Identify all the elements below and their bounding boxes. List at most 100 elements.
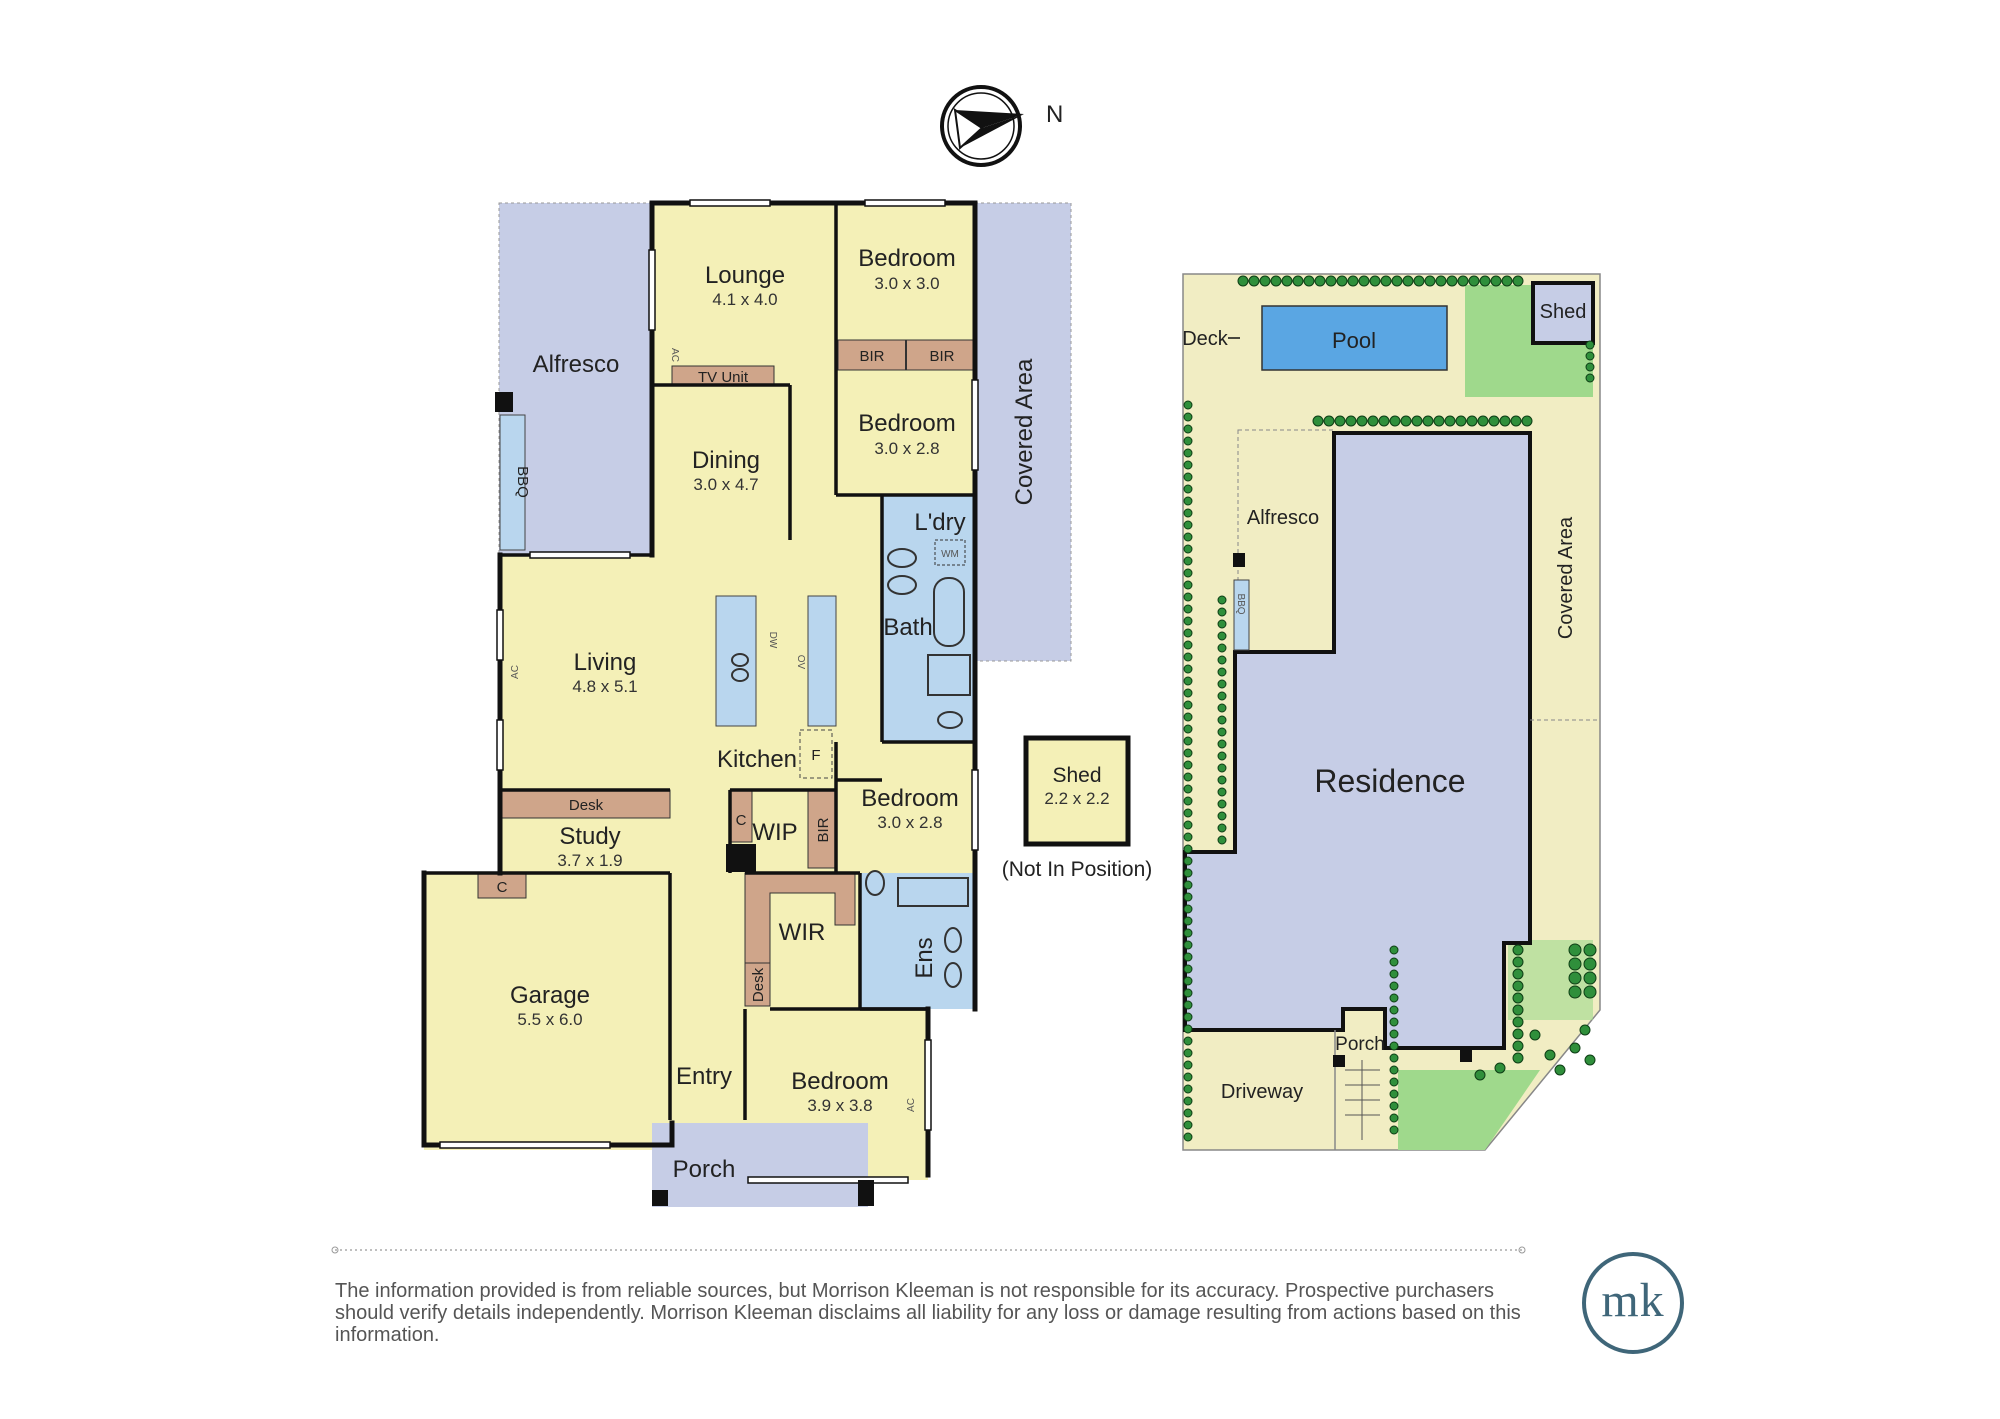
laundry-floor (882, 496, 975, 542)
hedge-shrub (1314, 275, 1326, 287)
hedge-shrub (1183, 652, 1193, 662)
hedge-shrub (1422, 415, 1434, 427)
hedge-shrub (1217, 751, 1227, 761)
room-name: Porch (673, 1156, 736, 1183)
hedge-shrub (1183, 520, 1193, 530)
hedge-shrub (1585, 340, 1595, 350)
hedge-shrub (1444, 415, 1456, 427)
hedge-shrub (1568, 943, 1582, 957)
hedge-shrub (1217, 799, 1227, 809)
floor-plan: Lounge 4.1 x 4.0 Bedroom 3.0 x 3.0 Alfre… (421, 199, 1072, 1207)
ac-label: AC (510, 665, 521, 679)
hedge-shrub (1217, 787, 1227, 797)
hedge-shrub (1183, 484, 1193, 494)
hedge-shrub (1183, 676, 1193, 686)
site-bbq-label: BBQ (1235, 593, 1246, 614)
hedge-shrub (1568, 971, 1582, 985)
hedge-shrub (1512, 1052, 1524, 1064)
hedge-shrub (1312, 415, 1324, 427)
hedge-shrub (1183, 856, 1193, 866)
hedge-shrub (1334, 415, 1346, 427)
hedge-shrub (1389, 1077, 1399, 1087)
residence (1183, 431, 1532, 1050)
room-name: Garage (510, 982, 590, 1009)
mk-logo: mk (1582, 1252, 1684, 1354)
room-name: Bedroom (791, 1068, 888, 1095)
bbq-unit (499, 414, 526, 551)
kitchen-label: Kitchen (717, 746, 797, 773)
room-name: Entry (676, 1063, 732, 1090)
hedge-shrub (1183, 712, 1193, 722)
hedge-shrub (1411, 415, 1423, 427)
ac-label: AC (906, 1098, 917, 1112)
hedge-shrub (1568, 985, 1582, 999)
hedge-shrub (1356, 415, 1368, 427)
hedge-shrub (1512, 980, 1524, 992)
laundry-label: L'dry (914, 509, 965, 536)
hedge-shrub (1183, 1120, 1193, 1130)
hedge-shrub (1389, 1101, 1399, 1111)
hedge-shrub (1389, 1089, 1399, 1099)
hedge-shrub (1217, 631, 1227, 641)
hedge-shrub (1583, 971, 1597, 985)
room-dims: 3.0 x 2.8 (877, 813, 942, 832)
hedge-shrub (1217, 667, 1227, 677)
hedge-shrub (1183, 592, 1193, 602)
room-dims: 3.7 x 1.9 (557, 851, 622, 870)
hedge-shrub (1217, 811, 1227, 821)
hedge-shrub (1292, 275, 1304, 287)
hedge-shrub (1389, 1113, 1399, 1123)
room-name: Bedroom (858, 410, 955, 437)
hedge-shrub (1501, 275, 1513, 287)
hedge-shrub (1183, 604, 1193, 614)
hedge-shrub (1183, 628, 1193, 638)
hedge-shrub (1389, 957, 1399, 967)
hedge-shrub (1183, 1084, 1193, 1094)
hedge-shrub (1217, 679, 1227, 689)
hedge-shrub (1389, 945, 1399, 955)
hedge-shrub (1585, 373, 1595, 383)
site-driveway-label: Driveway (1221, 1081, 1303, 1103)
hedge-shrub (1389, 415, 1401, 427)
hedge-shrub (1512, 275, 1524, 287)
room-name: Bedroom (861, 785, 958, 812)
hedge-shrub (1217, 739, 1227, 749)
shed-note: (Not In Position) (1002, 858, 1153, 881)
hedge-shrub (1281, 275, 1293, 287)
hedge-shrub (1183, 820, 1193, 830)
hedge-shrub (1183, 460, 1193, 470)
wir-label: WIR (779, 919, 826, 946)
hedge-shrub (1424, 275, 1436, 287)
hedge-shrub (1183, 868, 1193, 878)
desk-wir (744, 962, 771, 1007)
hedge-shrub (1336, 275, 1348, 287)
hedge-shrub (1183, 568, 1193, 578)
dw-label: DW (767, 632, 778, 649)
room-dims: 4.8 x 5.1 (572, 677, 637, 696)
room-dims: 3.0 x 2.8 (874, 439, 939, 458)
hedge-shrub (1510, 415, 1522, 427)
hedges (1183, 275, 1597, 1142)
room-name: Lounge (705, 262, 785, 289)
porch-floor (652, 1123, 868, 1207)
hedge-shrub (1499, 415, 1511, 427)
hedge-shrub (1270, 275, 1282, 287)
hedge-shrub (1183, 976, 1193, 986)
hedge-shrub (1584, 1054, 1596, 1066)
site-shed (1531, 281, 1595, 345)
hedge-shrub (1183, 448, 1193, 458)
bir-label: BIR (859, 348, 884, 365)
hedge-shrub (1183, 844, 1193, 854)
bath-label: Bath (883, 614, 932, 641)
hedge-shrub (1568, 957, 1582, 971)
hedge-shrub (1183, 808, 1193, 818)
desk-label: Desk (569, 797, 604, 814)
hedge-shrub (1183, 700, 1193, 710)
hedge-shrub (1583, 943, 1597, 957)
hedge-shrub (1512, 944, 1524, 956)
hedge-shrub (1579, 1024, 1591, 1036)
hedge-shrub (1468, 275, 1480, 287)
hedge-shrub (1183, 748, 1193, 758)
hedge-shrub (1183, 760, 1193, 770)
hedge-shrub (1217, 643, 1227, 653)
